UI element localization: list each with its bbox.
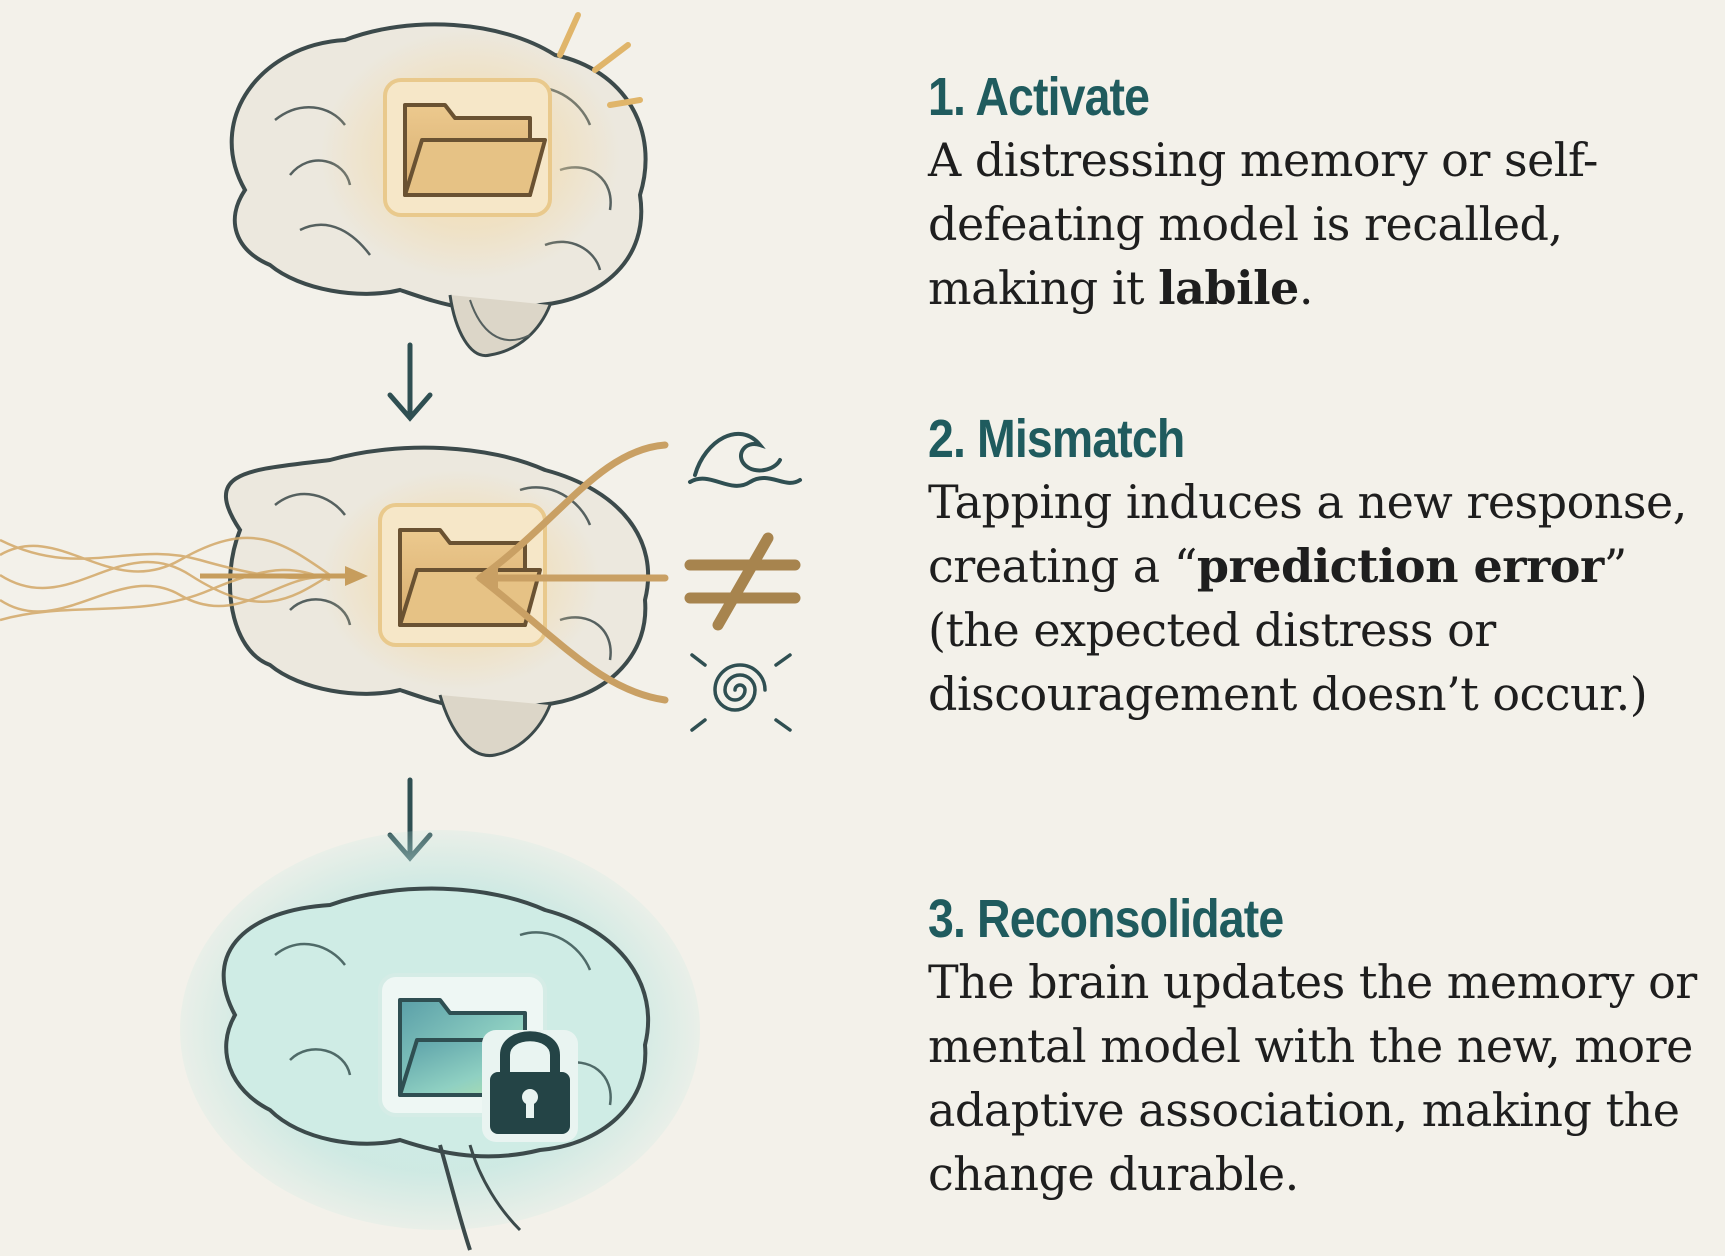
step-description: Tapping induces a new response, creating…	[928, 475, 1687, 721]
brain-icon-activate	[229, 12, 648, 357]
brain-icon-mismatch	[0, 431, 802, 757]
step-title: 1. Activate	[928, 67, 1150, 127]
step-title: 2. Mismatch	[928, 409, 1185, 469]
folder-icon	[383, 78, 552, 217]
lock-icon	[482, 1030, 578, 1142]
step-reconsolidate: 3. Reconsolidate The brain updates the m…	[928, 888, 1718, 1206]
not-equal-icon	[684, 532, 801, 631]
spiral-icon	[690, 653, 792, 732]
step-description: A distressing memory or self-defeating m…	[928, 133, 1598, 315]
step-title: 3. Reconsolidate	[928, 889, 1284, 949]
step-activate: 1. Activate A distressing memory or self…	[928, 66, 1718, 320]
step-description: The brain updates the memory or mental m…	[928, 955, 1697, 1201]
down-arrow-icon	[387, 342, 433, 422]
emphasis: labile	[1158, 261, 1299, 315]
brain-icon-reconsolidate	[180, 830, 700, 1251]
wave-icon	[688, 431, 802, 488]
emphasis: prediction error	[1196, 539, 1604, 593]
step-mismatch: 2. Mismatch Tapping induces a new respon…	[928, 408, 1718, 726]
process-illustration	[0, 12, 802, 1251]
